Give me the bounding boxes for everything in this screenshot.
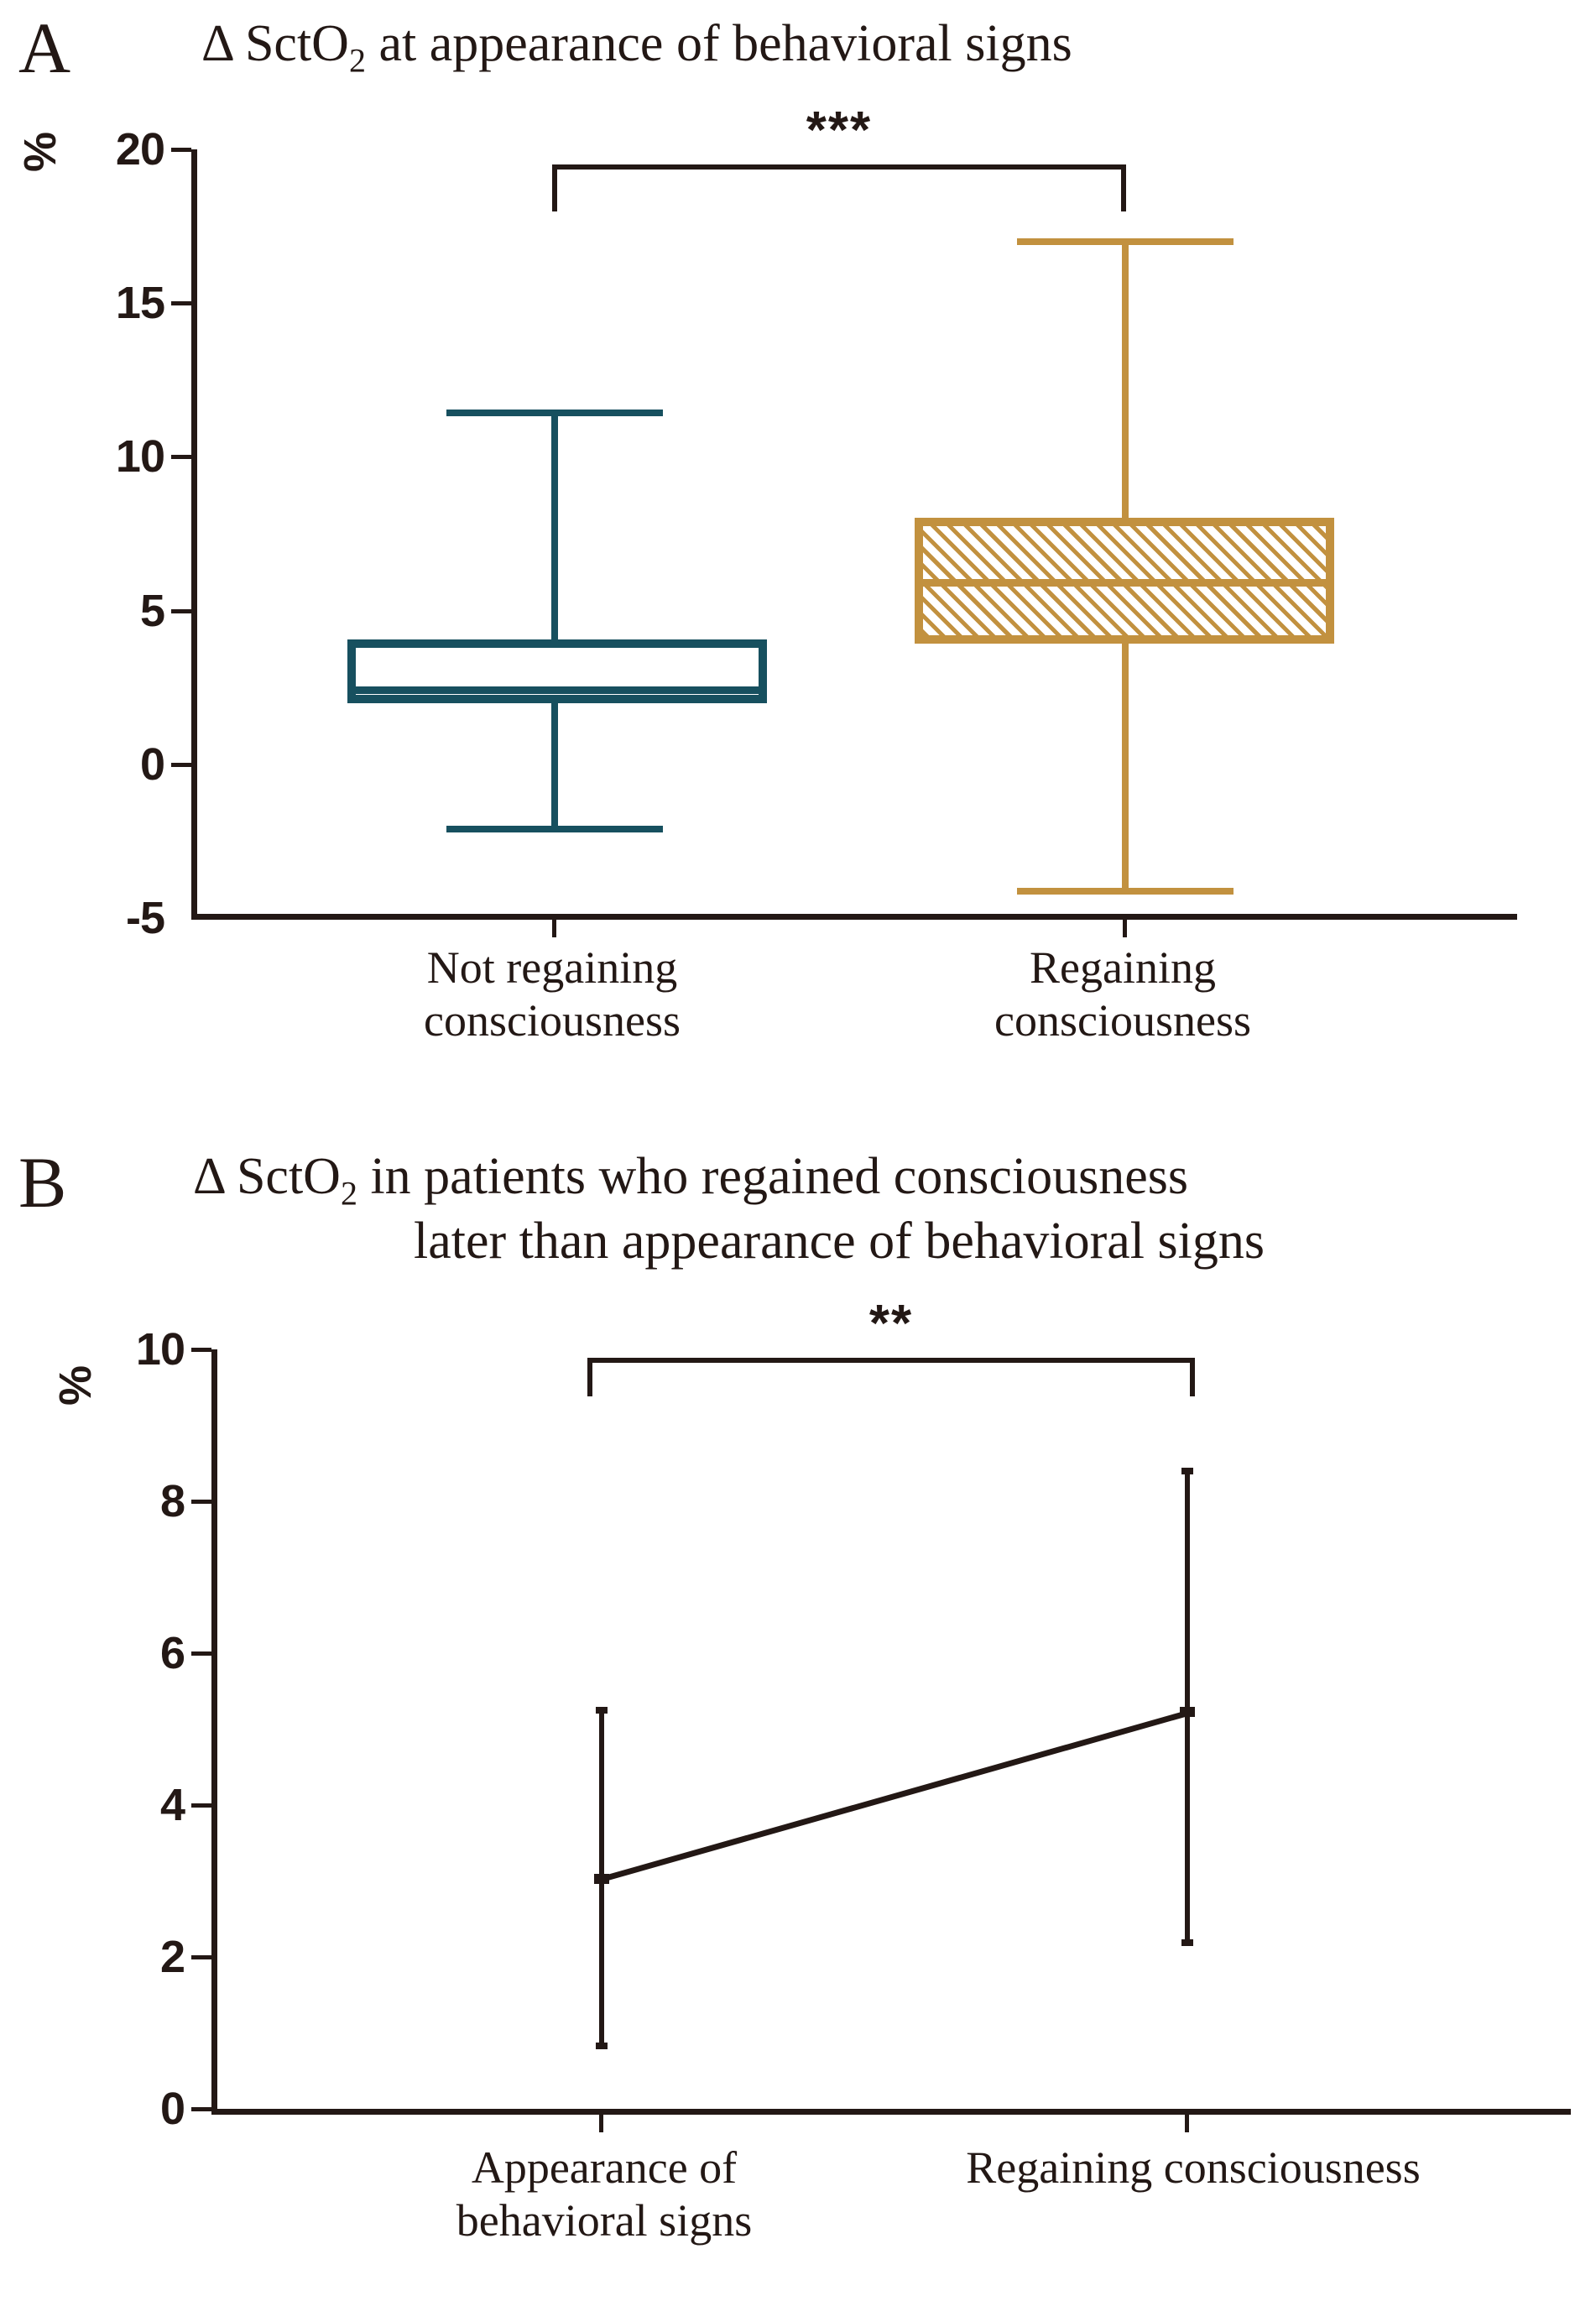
panel-b-significance-stars: ** bbox=[868, 1295, 914, 1353]
panel-b-title-prefix: Δ SctO bbox=[193, 1148, 341, 1205]
panel-a-box2-median bbox=[915, 579, 1334, 587]
panel-a-xlabel-2-line1: Regaining bbox=[1030, 942, 1216, 993]
panel-a-box2-whisker-lower bbox=[1122, 639, 1129, 891]
panel-a-y-axis-line bbox=[191, 149, 197, 920]
panel-b-ytick-label-4: 4 bbox=[159, 1780, 185, 1830]
panel-b-ytick-2 bbox=[191, 1955, 211, 1959]
panel-a-ytick-label-minus5: -5 bbox=[125, 893, 165, 943]
panel-a-xtick-2 bbox=[1123, 917, 1127, 937]
panel-b-ytick-4 bbox=[191, 1803, 211, 1808]
panel-a-title-suffix: at appearance of behavioral signs bbox=[365, 15, 1072, 72]
panel-a-plot-area: % 20 15 10 5 0 -5 *** bbox=[0, 0, 1596, 1116]
panel-b-xlabel-1-line2: behavioral signs bbox=[456, 2194, 753, 2246]
panel-b-ytick-0 bbox=[191, 2107, 211, 2111]
panel-a-box1-median bbox=[347, 686, 767, 694]
panel-a-xlabel-2: Regaining consciousness bbox=[905, 942, 1341, 1046]
panel-a-significance-stars: *** bbox=[806, 102, 873, 159]
panel-a-ytick-label-5: 5 bbox=[139, 586, 165, 636]
panel-a-ytick-20 bbox=[171, 148, 191, 152]
panel-a-xtick-1 bbox=[552, 917, 556, 937]
panel-b-xlabel-2-line1: Regaining consciousness bbox=[966, 2142, 1421, 2193]
panel-b-ytick-10 bbox=[191, 1348, 211, 1352]
panel-b-letter: B bbox=[18, 1142, 67, 1223]
panel-a-letter: A bbox=[18, 8, 71, 88]
panel-a-title-prefix: Δ SctO bbox=[201, 15, 349, 72]
panel-a-ytick-15 bbox=[171, 301, 191, 305]
panel-a-ytick-5 bbox=[171, 609, 191, 613]
panel-b-title-line2: later than appearance of behavioral sign… bbox=[414, 1213, 1265, 1271]
panel-b-x-axis-line bbox=[211, 2109, 1571, 2115]
panel-b-xtick-1 bbox=[599, 2112, 603, 2132]
panel-a-xlabel-1-line2: consciousness bbox=[424, 994, 681, 1046]
panel-b-errorbar-1-cap-lower bbox=[596, 2043, 608, 2049]
panel-b-connector-line bbox=[601, 1710, 1189, 1882]
panel-a-box2-whisker-upper bbox=[1122, 242, 1129, 520]
panel-a-box1-whisker-lower bbox=[551, 703, 558, 829]
panel-a-significance-bracket bbox=[552, 164, 1126, 211]
panel-b-errorbar-2-cap-lower bbox=[1181, 1939, 1193, 1946]
panel-a-xlabel-1-line1: Not regaining bbox=[426, 942, 678, 993]
panel-b-significance-bracket bbox=[587, 1358, 1195, 1396]
panel-b-ytick-label-6: 6 bbox=[159, 1628, 185, 1678]
panel-b-errorbar-1-cap-upper bbox=[596, 1707, 608, 1714]
panel-b: B Δ SctO2 in patients who regained consc… bbox=[0, 1116, 1596, 2301]
panel-a-ytick-label-20: 20 bbox=[115, 124, 165, 175]
panel-b-plot-area: % 10 8 6 4 2 0 ** bbox=[0, 1116, 1596, 2301]
panel-a-ytick-0 bbox=[171, 763, 191, 767]
panel-b-ytick-label-8: 8 bbox=[159, 1476, 185, 1526]
panel-b-title-suffix: in patients who regained consciousness bbox=[357, 1148, 1189, 1205]
panel-a-xlabel-1: Not regaining consciousness bbox=[334, 942, 770, 1046]
panel-a-title: Δ SctO2 at appearance of behavioral sign… bbox=[201, 15, 1578, 80]
panel-a-box2-whisker-cap-upper bbox=[1017, 238, 1234, 245]
panel-b-xlabel-2: Regaining consciousness bbox=[908, 2142, 1479, 2194]
panel-a-box1-whisker-cap-upper bbox=[446, 410, 663, 416]
panel-b-title: Δ SctO2 in patients who regained conscio… bbox=[193, 1148, 1586, 1271]
panel-a-ytick-label-15: 15 bbox=[115, 278, 165, 328]
panel-b-y-axis-line bbox=[211, 1349, 217, 2115]
panel-a-ytick-10 bbox=[171, 455, 191, 459]
panel-a-box1-whisker-cap-lower bbox=[446, 826, 663, 832]
panel-a-x-axis-line bbox=[191, 914, 1517, 920]
panel-b-ytick-label-10: 10 bbox=[135, 1324, 185, 1375]
panel-b-ytick-6 bbox=[191, 1651, 211, 1656]
panel-a-title-subscript: 2 bbox=[348, 41, 366, 80]
panel-a: A Δ SctO2 at appearance of behavioral si… bbox=[0, 0, 1596, 1116]
panel-a-ytick-label-10: 10 bbox=[115, 431, 165, 482]
panel-a-box1-whisker-upper bbox=[551, 413, 558, 643]
panel-a-ytick-label-0: 0 bbox=[139, 739, 165, 790]
panel-b-ytick-8 bbox=[191, 1500, 211, 1504]
panel-b-xtick-2 bbox=[1185, 2112, 1189, 2132]
panel-b-title-line1: Δ SctO2 in patients who regained conscio… bbox=[193, 1148, 1586, 1213]
panel-b-xlabel-1: Appearance of behavioral signs bbox=[394, 2142, 814, 2246]
panel-b-title-subscript: 2 bbox=[340, 1174, 357, 1213]
panel-a-xlabel-2-line2: consciousness bbox=[994, 994, 1251, 1046]
panel-b-xlabel-1-line1: Appearance of bbox=[471, 2142, 738, 2193]
panel-b-ytick-label-0: 0 bbox=[159, 2084, 185, 2134]
panel-a-box2-whisker-cap-lower bbox=[1017, 888, 1234, 895]
panel-b-errorbar-2-cap-upper bbox=[1181, 1468, 1193, 1474]
panel-b-ytick-label-2: 2 bbox=[159, 1932, 185, 1982]
